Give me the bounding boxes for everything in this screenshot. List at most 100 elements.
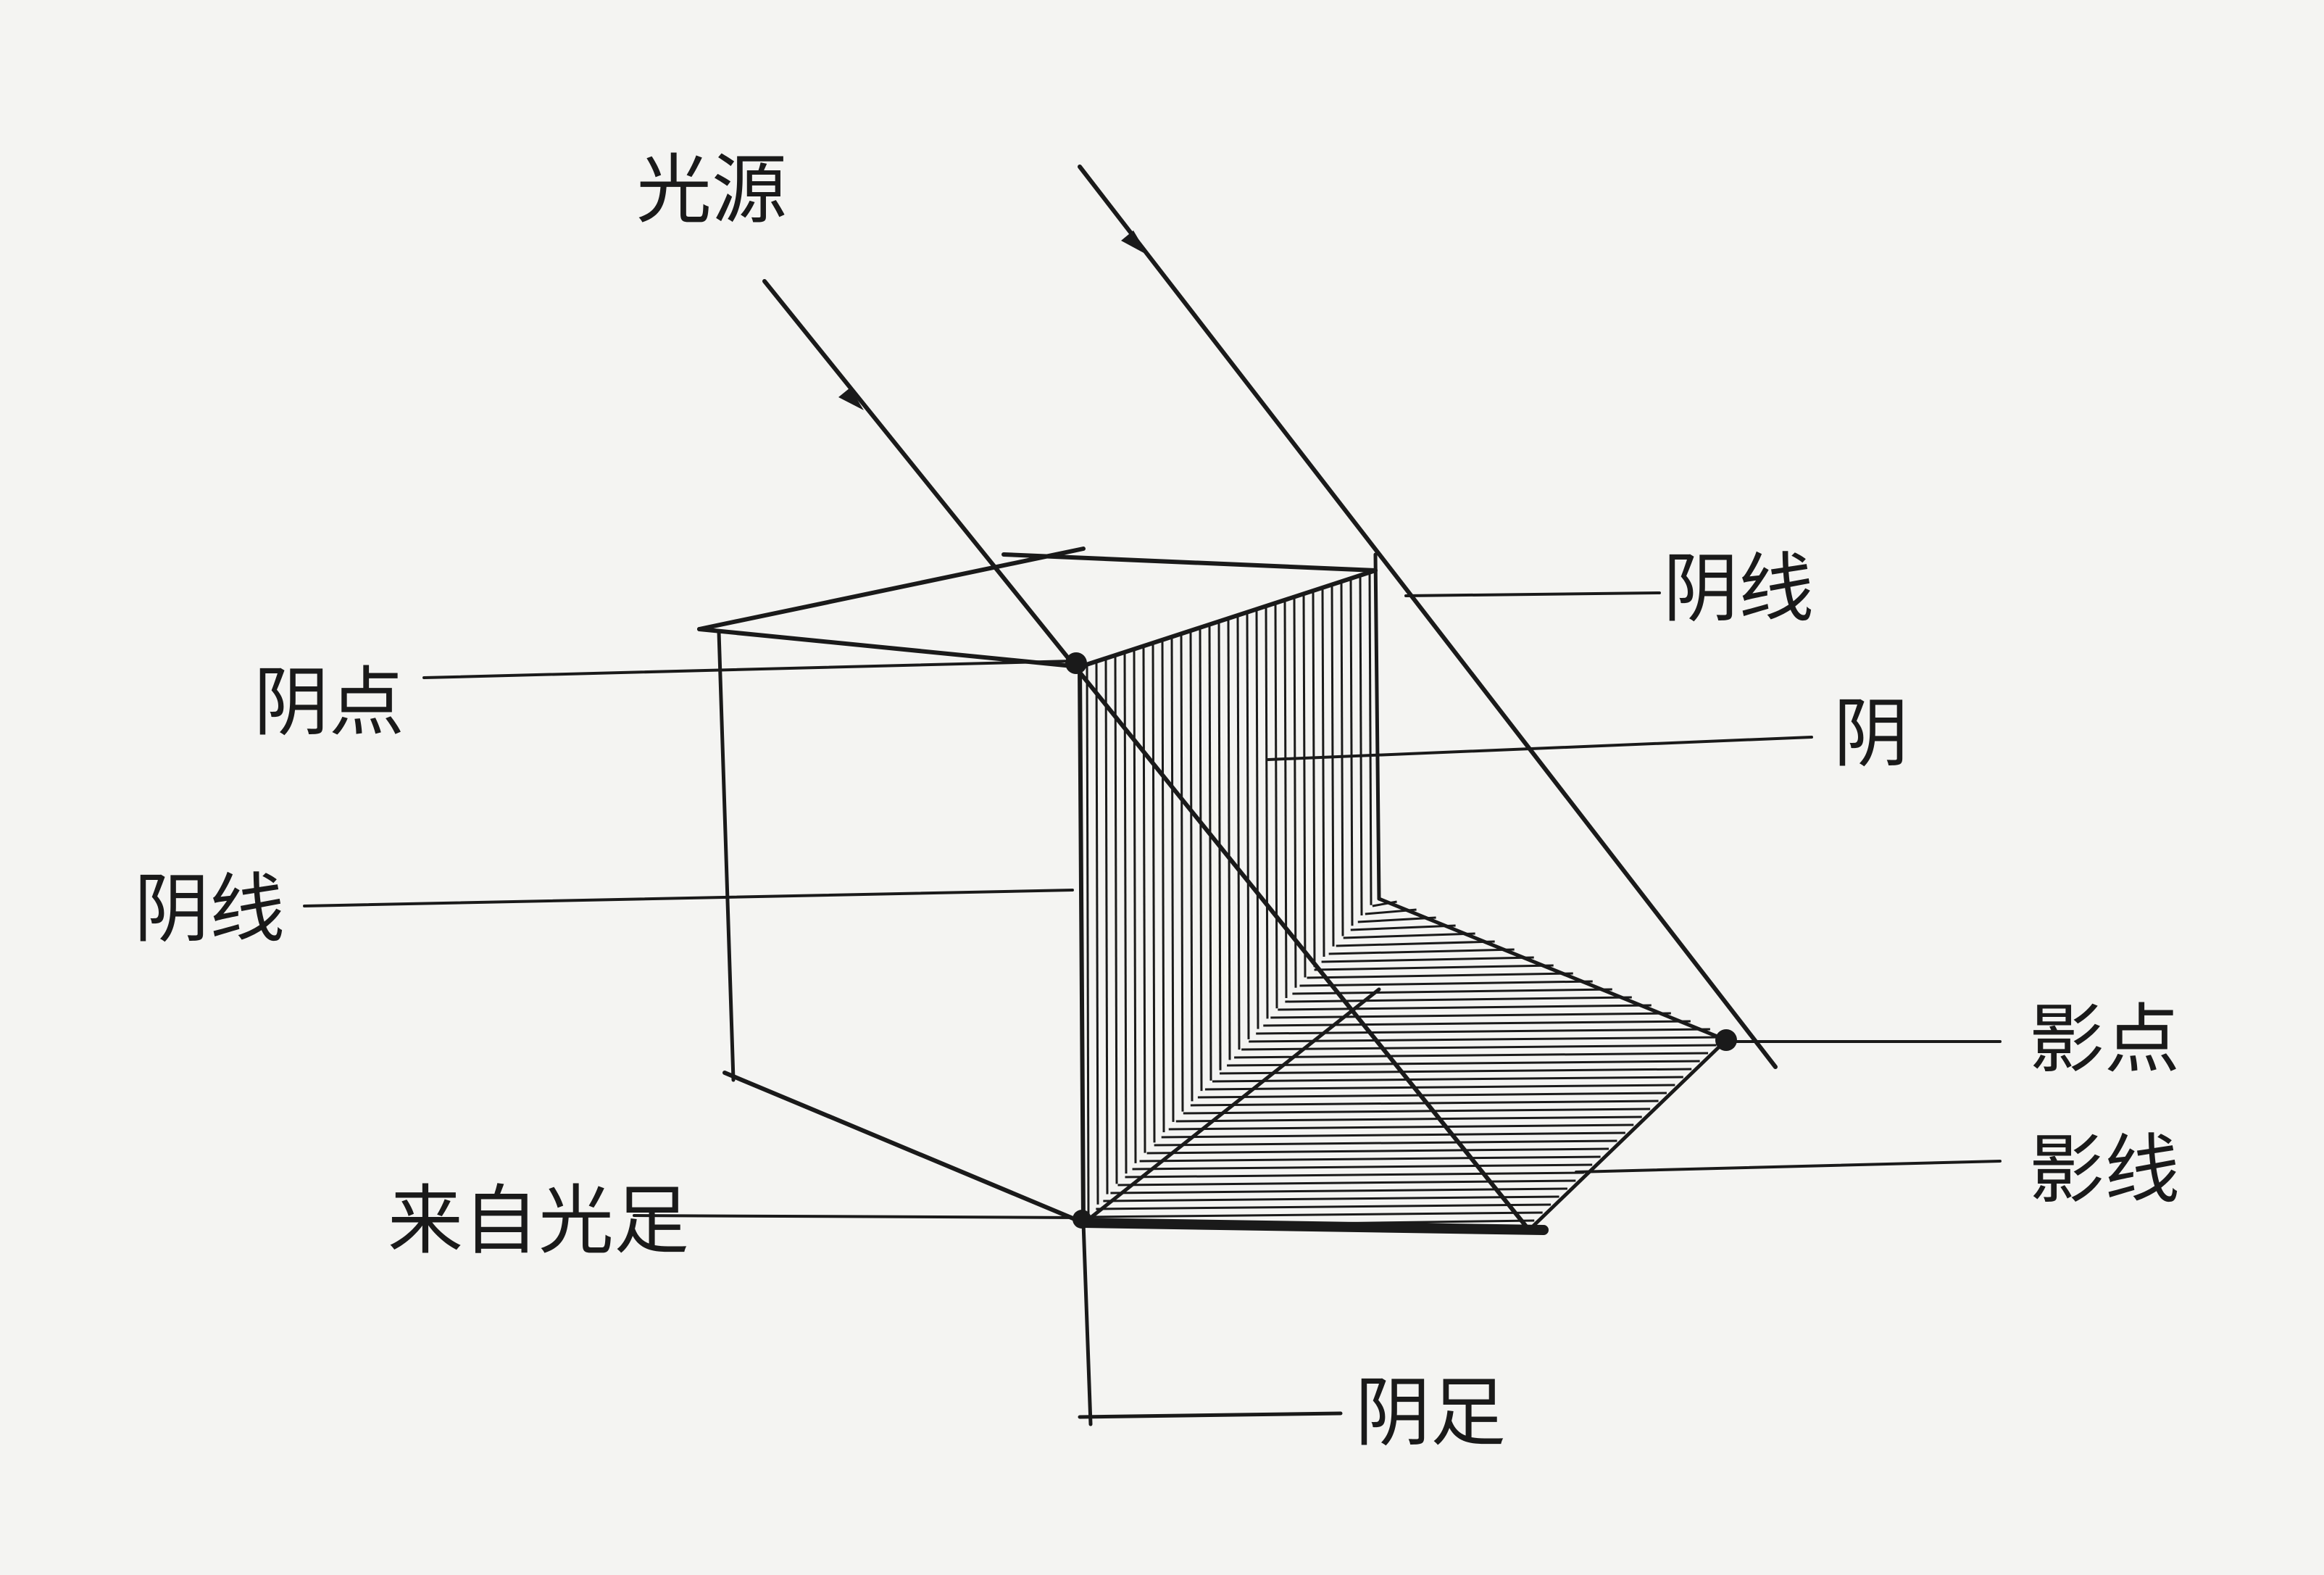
light-foot-dot bbox=[1073, 1210, 1091, 1229]
shadow-base-edge bbox=[1078, 1218, 1549, 1235]
label-shade-line-left: 阴线 bbox=[134, 865, 285, 953]
label-shadow-point: 影点 bbox=[2029, 995, 2180, 1084]
shadow-hatch-line bbox=[1292, 988, 1612, 995]
box-outline bbox=[697, 547, 1381, 1426]
shadow-hatch-line bbox=[1154, 1139, 1617, 1147]
box-back-vertical-edge bbox=[1373, 552, 1381, 901]
label-shadow-line: 影线 bbox=[2029, 1126, 2180, 1214]
shadow-hatch-line bbox=[1299, 980, 1593, 987]
shade-hatch-line bbox=[1302, 594, 1307, 978]
shadow-hatch-line bbox=[1088, 1211, 1543, 1218]
shadow-hatch-line bbox=[1125, 1171, 1584, 1179]
shade-hatch-line bbox=[1255, 609, 1259, 1029]
shadow-hatch-line bbox=[1372, 900, 1397, 907]
shade-hatch-line bbox=[1274, 602, 1278, 1009]
shade-hatch-line bbox=[1293, 597, 1297, 988]
box-top-right-edge bbox=[1078, 568, 1378, 669]
leader-shade-line-left bbox=[303, 889, 1074, 907]
shadow-line-edge bbox=[1527, 1038, 1728, 1232]
shade-hatch-line bbox=[1142, 646, 1146, 1153]
shade-hatch-line bbox=[1151, 643, 1156, 1143]
shadow-hatch-line bbox=[1132, 1163, 1593, 1171]
shadow-hatch-line bbox=[1103, 1195, 1559, 1202]
shadow-hatch-line bbox=[1183, 1108, 1651, 1115]
shadow-hatch-line bbox=[1263, 1020, 1691, 1027]
shadow-hatch-line bbox=[1249, 1036, 1725, 1043]
shadow-hatch-line bbox=[1146, 1147, 1609, 1155]
shade-hatch-line bbox=[1123, 652, 1128, 1174]
shade-hatch-line bbox=[1227, 618, 1231, 1060]
shade-foot-baseline bbox=[1078, 1411, 1343, 1419]
leader-shade bbox=[1267, 736, 1813, 761]
label-shade-foot: 阴足 bbox=[1355, 1368, 1506, 1457]
light-ray-1 bbox=[762, 279, 1531, 1232]
box-bottom-left-edge bbox=[722, 1071, 1086, 1225]
shade-hatch-line bbox=[1368, 572, 1373, 905]
box-top-left-edge bbox=[697, 547, 1086, 631]
leader-light-foot bbox=[633, 1214, 1081, 1219]
shade-hatch-line bbox=[1114, 655, 1118, 1184]
shadow-hatch-line bbox=[1307, 972, 1573, 979]
shadow-hatch-line bbox=[1350, 924, 1456, 931]
shadow-near-edge bbox=[1088, 987, 1381, 1220]
shade-hatch-line bbox=[1246, 612, 1250, 1039]
leader-shade-point bbox=[422, 660, 1074, 679]
light-ray-2 bbox=[1078, 165, 1778, 1069]
shade-hatch-line bbox=[1340, 581, 1344, 936]
shadow-hatch-line bbox=[1220, 1068, 1692, 1075]
shadow-far-edge bbox=[1377, 897, 1728, 1042]
shadow-hatch-line bbox=[1328, 948, 1515, 955]
shadow-hatch-line bbox=[1343, 932, 1475, 939]
shade-hatch-line bbox=[1161, 639, 1165, 1133]
shade-hatch-line bbox=[1086, 664, 1090, 1215]
box-top-back-edge bbox=[1001, 552, 1378, 573]
shade-hatch-line bbox=[1265, 606, 1269, 1019]
leader-shade-line-top bbox=[1404, 591, 1661, 597]
ray-1-arrow bbox=[838, 388, 864, 410]
shadow-hatch-line bbox=[1256, 1028, 1710, 1035]
shade-hatch-line bbox=[1236, 615, 1241, 1050]
shadow-hatch-line bbox=[1168, 1123, 1634, 1131]
shade-point-dot bbox=[1065, 652, 1087, 674]
shadow-hatch-line bbox=[1161, 1131, 1625, 1139]
shadow-hatch-line bbox=[1204, 1084, 1675, 1091]
shadow-hatch-line bbox=[1321, 956, 1534, 963]
shade-hatch-line bbox=[1321, 587, 1325, 957]
shade-hatch-line bbox=[1330, 584, 1335, 947]
box-left-vertical-edge bbox=[717, 630, 736, 1082]
shade-hatch-line bbox=[1312, 591, 1316, 968]
shade-hatch-line bbox=[1095, 661, 1099, 1205]
shadow-hatch-line bbox=[1212, 1076, 1683, 1083]
shadow-hatch-line bbox=[1110, 1187, 1567, 1194]
shadow-hatch-line bbox=[1270, 1012, 1671, 1019]
shadow-point-dot bbox=[1715, 1029, 1737, 1051]
light-rays bbox=[762, 165, 1778, 1232]
shade-hatch-line bbox=[1189, 631, 1194, 1102]
box-front-vertical-edge bbox=[1078, 665, 1086, 1225]
shadow-hatch-line bbox=[1285, 996, 1632, 1003]
label-shade-line-top: 阴线 bbox=[1663, 544, 1814, 633]
label-shade-point: 阴点 bbox=[254, 658, 404, 747]
label-light-source: 光源 bbox=[636, 146, 787, 234]
leader-shadow-line bbox=[1575, 1160, 2002, 1173]
box-top-front-edge bbox=[697, 627, 1082, 669]
shade-hatch-line bbox=[1199, 627, 1203, 1092]
shadow-hatch-line bbox=[1197, 1092, 1667, 1099]
shadow-hatch-line bbox=[1117, 1179, 1576, 1187]
label-light-foot: 来自光足 bbox=[388, 1176, 689, 1265]
shade-hatch-line bbox=[1180, 633, 1184, 1112]
shadow-hatch-line bbox=[1175, 1115, 1642, 1123]
shade-hatch-line bbox=[1208, 624, 1212, 1081]
leader-lines bbox=[303, 591, 2002, 1219]
shadow-hatch-line bbox=[1314, 964, 1554, 971]
shade-hatch-line bbox=[1349, 578, 1354, 926]
shade-hatch-line bbox=[1104, 658, 1109, 1194]
shadow-hatch-line bbox=[1241, 1044, 1717, 1051]
shade-hatch-line bbox=[1170, 636, 1175, 1122]
shadow-hatch-line bbox=[1096, 1203, 1552, 1210]
shade-foot-vertical-line bbox=[1081, 1221, 1093, 1426]
shadow-hatch-line bbox=[1336, 940, 1495, 947]
shade-hatch-line bbox=[1283, 599, 1288, 998]
shadow-outline bbox=[1078, 897, 1728, 1235]
